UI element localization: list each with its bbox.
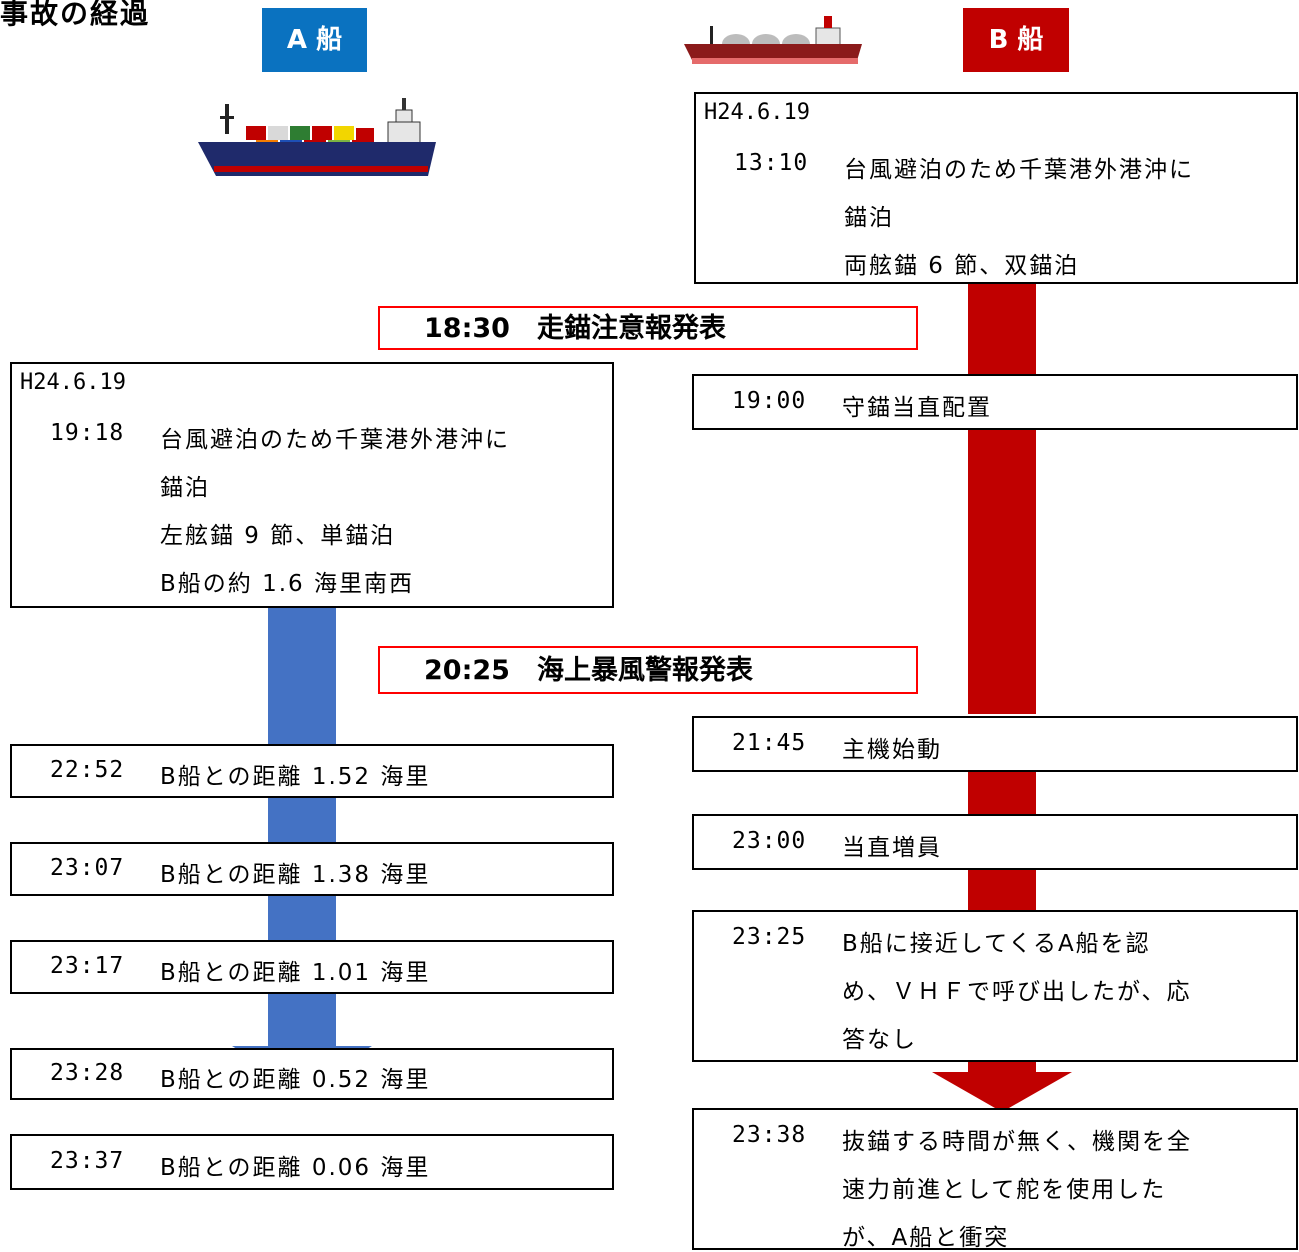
b-event-time: 23:38 <box>732 1122 807 1148</box>
a-distance-row: 22:52 B船との距離 1.52 海里 <box>10 744 614 798</box>
a-row-text: B船との距離 1.38 海里 <box>160 862 431 888</box>
b-anchor-date: H24.6.19 <box>704 100 810 125</box>
container-ship-icon <box>198 98 436 176</box>
a-anchor-time: 19:18 <box>50 420 125 446</box>
a-row-time: 22:52 <box>50 757 125 783</box>
alert-anchor-dragging: 18:30 走錨注意報発表 <box>378 306 918 350</box>
b-anchor-time: 13:10 <box>734 150 809 176</box>
a-row-time: 23:28 <box>50 1060 125 1086</box>
b-event-vhf-call: 23:25 B船に接近してくるA船を認 め、ＶＨＦで呼び出したが、応 答なし <box>692 910 1298 1062</box>
a-row-text: B船との距離 1.52 海里 <box>160 764 431 790</box>
b-event-text: 守錨当直配置 <box>842 395 992 421</box>
a-anchor-box: H24.6.19 19:18 台風避泊のため千葉港外港沖に 錨泊 左舷錨 9 節… <box>10 362 614 608</box>
a-anchor-line: 左舷錨 9 節、単錨泊 <box>160 523 396 549</box>
a-row-text: B船との距離 0.06 海里 <box>160 1155 431 1181</box>
b-event-line: B船に接近してくるA船を認 <box>842 931 1151 957</box>
b-event-text: 当直増員 <box>842 835 942 861</box>
alert-storm-warning: 20:25 海上暴風警報発表 <box>378 646 918 694</box>
a-row-time: 23:37 <box>50 1148 125 1174</box>
a-anchor-date: H24.6.19 <box>20 370 126 395</box>
a-distance-row: 23:07 B船との距離 1.38 海里 <box>10 842 614 896</box>
b-event-time: 23:25 <box>732 924 807 950</box>
a-row-text: B船との距離 0.52 海里 <box>160 1067 431 1093</box>
b-anchor-line: 錨泊 <box>844 205 894 231</box>
timeline-arrow-b-lower <box>968 1060 1036 1074</box>
a-anchor-line: 台風避泊のため千葉港外港沖に <box>160 427 510 453</box>
b-event-time: 21:45 <box>732 730 807 756</box>
b-event-line: 速力前進として舵を使用した <box>842 1177 1167 1203</box>
a-distance-row: 23:17 B船との距離 1.01 海里 <box>10 940 614 994</box>
lng-tanker-icon <box>684 16 862 64</box>
a-row-time: 23:07 <box>50 855 125 881</box>
b-event-line: 答なし <box>842 1027 917 1053</box>
b-event-watch: 19:00 守錨当直配置 <box>692 374 1298 430</box>
b-event-text: 主機始動 <box>842 737 942 763</box>
timeline-arrow-a <box>268 606 336 746</box>
a-row-text: B船との距離 1.01 海里 <box>160 960 431 986</box>
arrowhead-b <box>932 1072 1072 1112</box>
timeline-arrow-b <box>968 284 1036 714</box>
timeline-arrow-a-lower <box>268 794 336 1050</box>
b-event-line: め、ＶＨＦで呼び出したが、応 <box>842 979 1192 1005</box>
b-event-engine-start: 21:45 主機始動 <box>692 716 1298 772</box>
ship-a-label: A 船 <box>262 8 367 72</box>
b-anchor-box: H24.6.19 13:10 台風避泊のため千葉港外港沖に 錨泊 両舷錨 6 節… <box>694 92 1298 284</box>
b-event-time: 23:00 <box>732 828 807 854</box>
a-row-time: 23:17 <box>50 953 125 979</box>
b-event-line: 抜錨する時間が無く、機関を全 <box>842 1129 1192 1155</box>
a-anchor-line: B船の約 1.6 海里南西 <box>160 571 414 597</box>
b-anchor-line: 両舷錨 6 節、双錨泊 <box>844 253 1080 279</box>
b-anchor-line: 台風避泊のため千葉港外港沖に <box>844 157 1194 183</box>
b-event-collision: 23:38 抜錨する時間が無く、機関を全 速力前進として舵を使用した が、A船と… <box>692 1108 1298 1251</box>
a-anchor-line: 錨泊 <box>160 475 210 501</box>
a-distance-row: 23:37 B船との距離 0.06 海里 <box>10 1134 614 1190</box>
b-event-time: 19:00 <box>732 388 807 414</box>
a-distance-row: 23:28 B船との距離 0.52 海里 <box>10 1048 614 1100</box>
ship-b-label: B 船 <box>963 8 1069 72</box>
page-title: 事故の経過 <box>0 0 151 30</box>
b-event-watch-increase: 23:00 当直増員 <box>692 814 1298 870</box>
